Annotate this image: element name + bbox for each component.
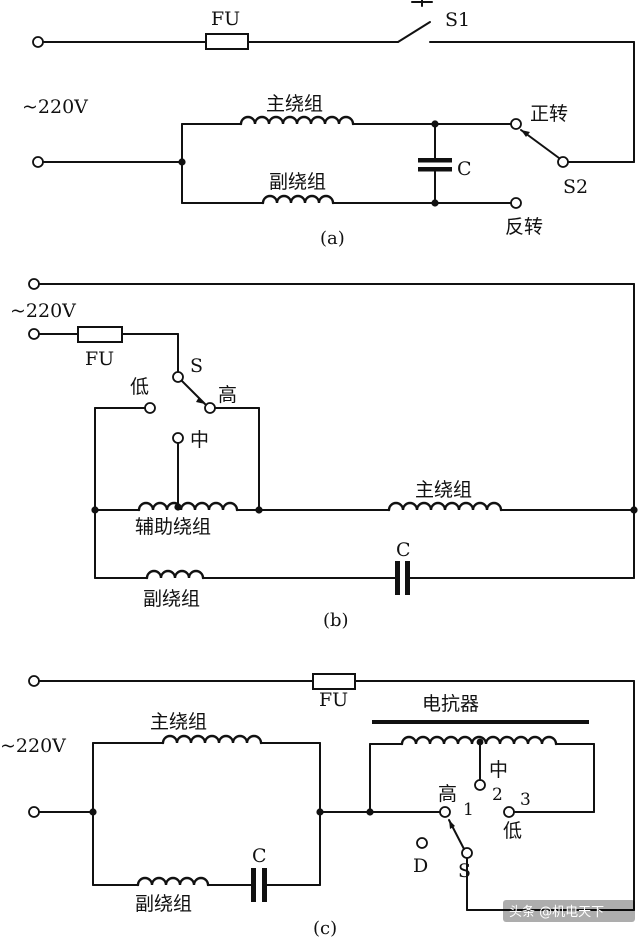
diagram-c: FU ~220V 主绕组 电抗器 中 高 1 2 3 低 D S C 副绕组 (… (0, 673, 635, 939)
capacitor-a-plate-top (418, 158, 452, 163)
watermark: 头条 @机电天下 (503, 900, 635, 922)
tap-3-terminal (503, 806, 515, 818)
capacitor-c-plate-left (251, 868, 256, 902)
fuse-a (205, 33, 249, 50)
capacitor-label-c: C (252, 845, 267, 867)
reactor-winding (400, 735, 558, 746)
s2-label: S2 (563, 176, 588, 198)
watermark-text: 头条 @机电天下 (509, 904, 604, 920)
aux-winding-b (145, 569, 205, 580)
capacitor-label-b: C (396, 539, 411, 561)
main-winding-label-b: 主绕组 (415, 479, 472, 501)
switch-s1-blade (397, 21, 431, 43)
capacitor-b-plate-left (395, 561, 400, 595)
auxiliary-winding-label-b: 辅助绕组 (135, 516, 211, 538)
switch-s2-pivot (557, 156, 569, 168)
caption-a: (a) (320, 228, 345, 249)
low-label-c: 低 (503, 820, 522, 842)
s-label-c: S (458, 860, 471, 882)
reverse-terminal (510, 197, 522, 209)
aux-winding-label-c: 副绕组 (135, 893, 192, 915)
input-terminal-c2 (28, 806, 40, 818)
diagram-a: FU S1 ~220V 主绕组 副绕组 C 正转 反转 S2 (a) (22, 0, 635, 249)
input-terminal-b1 (28, 278, 40, 290)
main-winding-label-a: 主绕组 (266, 93, 323, 115)
tap-1-label: 1 (463, 800, 474, 820)
diagram-b: ~220V FU S 低 高 中 辅助绕组 主绕组 C 副绕组 (b) (10, 278, 638, 631)
caption-b: (b) (323, 610, 349, 631)
low-terminal-b (144, 402, 156, 414)
tap-1-terminal (439, 806, 451, 818)
input-terminal-b2 (28, 328, 40, 340)
main-winding-b (387, 501, 503, 512)
reactor-label: 电抗器 (422, 693, 479, 715)
aux-winding-label-b: 副绕组 (143, 588, 200, 610)
tap-2-label: 2 (492, 785, 503, 805)
capacitor-a-plate-bottom (418, 167, 452, 172)
aux-winding-a (261, 194, 335, 205)
terminal-d (416, 837, 428, 849)
high-label-b: 高 (218, 384, 237, 406)
reverse-label: 反转 (505, 216, 543, 238)
fu-label-c: FU (319, 689, 348, 711)
forward-terminal (510, 118, 522, 130)
fuse-c (312, 673, 356, 690)
mid-label-b: 中 (190, 429, 209, 451)
capacitor-label-a: C (457, 158, 472, 180)
high-terminal-b (204, 402, 216, 414)
mid-label-c: 中 (489, 759, 508, 781)
input-terminal-c1 (28, 675, 40, 687)
reactor-core (372, 720, 589, 724)
input-terminal-a2 (32, 156, 44, 168)
low-label-b: 低 (130, 376, 149, 398)
aux-winding-c (136, 876, 210, 887)
capacitor-c-plate-right (262, 868, 267, 902)
fu-label-b: FU (85, 348, 114, 370)
s-label-b: S (190, 355, 203, 377)
high-label-c: 高 (438, 783, 457, 805)
s1-label: S1 (445, 9, 470, 31)
voltage-label-a: ~220V (22, 96, 88, 118)
main-winding-c (161, 734, 263, 745)
switch-s-pivot-b (172, 371, 184, 383)
forward-label: 正转 (530, 103, 568, 125)
auxiliary-winding-b (137, 501, 239, 512)
switch-s-pivot-c (461, 847, 473, 859)
main-winding-label-c: 主绕组 (150, 711, 207, 733)
caption-c: (c) (313, 918, 337, 939)
voltage-label-c: ~220V (0, 735, 66, 757)
main-winding-a (239, 115, 355, 126)
mid-terminal-b (172, 432, 184, 444)
capacitor-b-plate-right (405, 561, 410, 595)
fu-label-a: FU (211, 8, 240, 30)
tap-3-label: 3 (520, 790, 531, 810)
voltage-label-b: ~220V (10, 300, 76, 322)
fuse-b (77, 326, 123, 343)
tap-2-terminal (474, 779, 486, 791)
input-terminal-a1 (32, 36, 44, 48)
aux-winding-label-a: 副绕组 (269, 171, 326, 193)
terminal-d-label: D (413, 855, 428, 877)
